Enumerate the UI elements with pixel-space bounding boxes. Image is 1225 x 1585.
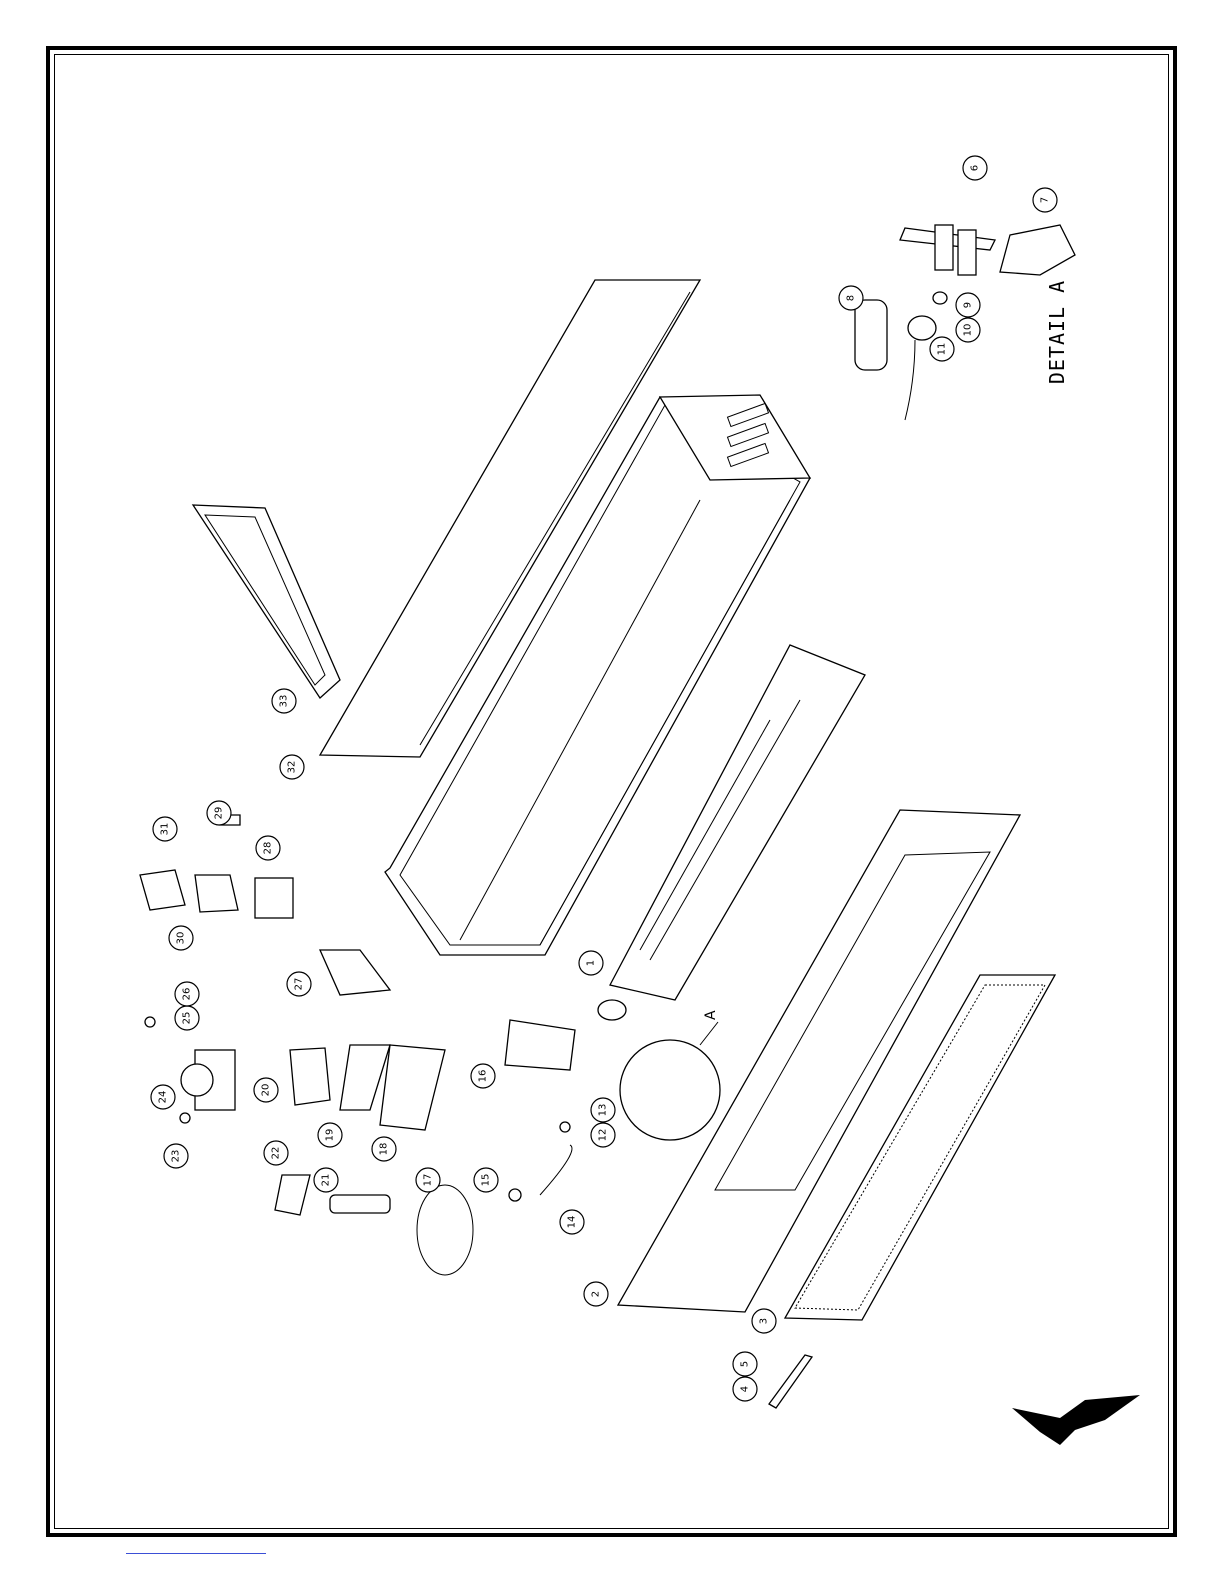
- callout-30: 30: [169, 926, 193, 950]
- svg-text:15: 15: [481, 1174, 492, 1187]
- svg-text:33: 33: [279, 695, 290, 708]
- svg-text:11: 11: [937, 343, 948, 356]
- callout-9: 9: [956, 293, 980, 317]
- svg-text:7: 7: [1040, 197, 1051, 203]
- svg-text:24: 24: [158, 1091, 169, 1104]
- callout-2: 2: [584, 1282, 608, 1306]
- callout-10: 10: [956, 318, 980, 342]
- svg-text:17: 17: [423, 1174, 434, 1187]
- svg-text:5: 5: [740, 1361, 751, 1367]
- callout-7: 7: [1033, 188, 1057, 212]
- part-33-side-bracket: [193, 505, 340, 698]
- callout-19: 19: [318, 1123, 342, 1147]
- callout-17: 17: [416, 1168, 440, 1192]
- callout-31: 31: [153, 817, 177, 841]
- svg-text:12: 12: [598, 1129, 609, 1142]
- svg-text:29: 29: [214, 807, 225, 820]
- callout-18: 18: [372, 1137, 396, 1161]
- callout-11: 11: [930, 337, 954, 361]
- callout-25: 25: [175, 1006, 199, 1030]
- svg-text:16: 16: [478, 1070, 489, 1083]
- svg-text:4: 4: [740, 1386, 751, 1392]
- callout-20: 20: [254, 1078, 278, 1102]
- callout-4: 4: [733, 1377, 757, 1401]
- svg-text:8: 8: [846, 295, 857, 301]
- svg-text:27: 27: [294, 978, 305, 991]
- detail-pointer-label: A: [703, 1010, 719, 1020]
- svg-text:30: 30: [176, 932, 187, 945]
- callout-14: 14: [560, 1210, 584, 1234]
- callout-6: 6: [963, 156, 987, 180]
- callout-3: 3: [752, 1309, 776, 1333]
- callout-22: 22: [264, 1141, 288, 1165]
- callout-23: 23: [164, 1144, 188, 1168]
- svg-text:2: 2: [591, 1291, 602, 1297]
- callout-12: 12: [591, 1123, 615, 1147]
- callout-16: 16: [471, 1064, 495, 1088]
- svg-text:13: 13: [598, 1104, 609, 1117]
- callout-26: 26: [175, 982, 199, 1006]
- svg-text:14: 14: [567, 1216, 578, 1229]
- svg-text:1: 1: [586, 960, 597, 966]
- callout-5: 5: [733, 1352, 757, 1376]
- part-4-5-label-plate: [769, 1355, 812, 1408]
- svg-text:20: 20: [261, 1084, 272, 1097]
- callout-32: 32: [280, 755, 304, 779]
- svg-text:32: 32: [287, 761, 298, 774]
- svg-text:19: 19: [325, 1129, 336, 1142]
- svg-text:23: 23: [171, 1150, 182, 1163]
- callout-28: 28: [256, 836, 280, 860]
- svg-text:25: 25: [182, 1012, 193, 1025]
- callout-33: 33: [272, 689, 296, 713]
- svg-text:21: 21: [321, 1174, 332, 1187]
- svg-text:26: 26: [182, 988, 193, 1001]
- svg-text:9: 9: [963, 302, 974, 308]
- callout-29: 29: [207, 801, 231, 825]
- svg-text:18: 18: [379, 1143, 390, 1156]
- eagle-logo: [1012, 1395, 1140, 1445]
- callout-1: 1: [579, 951, 603, 975]
- callout-21: 21: [314, 1168, 338, 1192]
- svg-text:3: 3: [759, 1318, 770, 1324]
- svg-text:6: 6: [970, 165, 981, 171]
- callout-24: 24: [151, 1085, 175, 1109]
- detail-a-label: DETAIL A: [1045, 280, 1069, 384]
- footer-link-underline[interactable]: [126, 1553, 266, 1554]
- svg-text:10: 10: [963, 324, 974, 337]
- detail-a-magnifier: [620, 1022, 720, 1140]
- svg-text:22: 22: [271, 1147, 282, 1160]
- callout-8: 8: [839, 286, 863, 310]
- callout-13: 13: [591, 1098, 615, 1122]
- callout-27: 27: [287, 972, 311, 996]
- callout-15: 15: [474, 1168, 498, 1192]
- svg-text:28: 28: [263, 842, 274, 855]
- svg-text:31: 31: [160, 823, 171, 836]
